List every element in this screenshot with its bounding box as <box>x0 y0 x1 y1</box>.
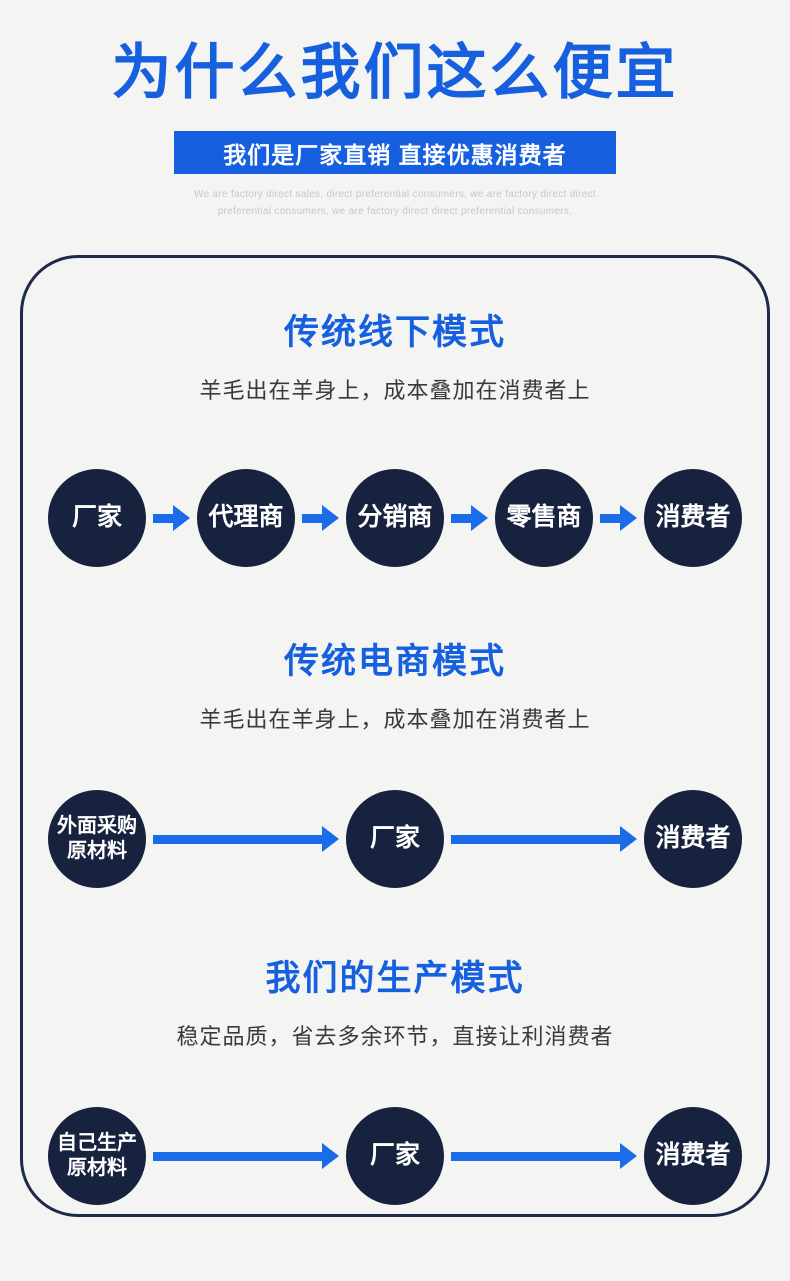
banner: 我们是厂家直销 直接优惠消费者 <box>174 131 616 174</box>
node-consumer: 消费者 <box>644 469 742 567</box>
arrow-shaft <box>451 1151 620 1161</box>
node-factory: 厂家 <box>346 1107 444 1205</box>
arrow-shaft <box>451 834 620 844</box>
arrow-shaft <box>153 834 322 844</box>
arrow-shaft <box>451 513 471 523</box>
section-subtitle: 羊毛出在羊身上，成本叠加在消费者上 <box>199 707 591 732</box>
arrow-right-icon <box>451 1143 637 1169</box>
english-subtitle: We are factory direct sales, direct pref… <box>0 187 790 220</box>
node-label: 消费者 <box>655 503 731 532</box>
flow-our-model: 自己生产 原材料 厂家 消费者 <box>23 1107 767 1205</box>
arrow-right-icon <box>302 505 339 531</box>
section-heading: 传统电商模式 <box>283 642 506 681</box>
arrow-head <box>173 505 190 531</box>
arrow-head <box>620 1143 637 1169</box>
rounded-border-panel: 传统线下模式 羊毛出在羊身上，成本叠加在消费者上 厂家 代理商 分销商 零售商 … <box>20 255 770 1217</box>
node-label: 自己生产 原材料 <box>57 1132 137 1179</box>
flow-ecommerce: 外面采购 原材料 厂家 消费者 <box>23 790 767 888</box>
arrow-right-icon <box>451 505 488 531</box>
node-label: 厂家 <box>369 824 420 853</box>
node-label: 代理商 <box>208 503 284 532</box>
section-traditional-offline: 传统线下模式 羊毛出在羊身上，成本叠加在消费者上 厂家 代理商 分销商 零售商 … <box>23 258 767 567</box>
node-label: 消费者 <box>655 824 731 853</box>
node-label: 厂家 <box>71 503 122 532</box>
node-consumer: 消费者 <box>644 790 742 888</box>
section-heading: 我们的生产模式 <box>265 959 525 998</box>
arrow-shaft <box>153 513 173 523</box>
node-factory: 厂家 <box>346 790 444 888</box>
node-agent: 代理商 <box>197 469 295 567</box>
section-subtitle: 稳定品质，省去多余环节，直接让利消费者 <box>176 1024 614 1049</box>
arrow-head <box>620 505 637 531</box>
arrow-right-icon <box>600 505 637 531</box>
arrow-shaft <box>153 1151 322 1161</box>
section-subtitle: 羊毛出在羊身上，成本叠加在消费者上 <box>199 378 591 403</box>
arrow-head <box>322 505 339 531</box>
arrow-shaft <box>302 513 322 523</box>
node-label: 分销商 <box>357 503 433 532</box>
node-label: 厂家 <box>369 1141 420 1170</box>
node-label: 零售商 <box>506 503 582 532</box>
english-subtitle-line2: preferential consumers, we are factory d… <box>217 205 573 217</box>
section-heading: 传统线下模式 <box>283 313 506 352</box>
arrow-shaft <box>600 513 620 523</box>
arrow-right-icon <box>451 826 637 852</box>
node-label: 外面采购 原材料 <box>57 815 137 862</box>
arrow-head <box>471 505 488 531</box>
arrow-head <box>322 826 339 852</box>
arrow-head <box>620 826 637 852</box>
node-self-produced-materials: 自己生产 原材料 <box>48 1107 146 1205</box>
node-retailer: 零售商 <box>495 469 593 567</box>
node-factory: 厂家 <box>48 469 146 567</box>
flow-offline: 厂家 代理商 分销商 零售商 消费者 <box>23 469 767 567</box>
arrow-right-icon <box>153 1143 339 1169</box>
arrow-right-icon <box>153 826 339 852</box>
english-subtitle-line1: We are factory direct sales, direct pref… <box>194 189 596 200</box>
page-title: 为什么我们这么便宜 <box>111 39 679 106</box>
node-distributor: 分销商 <box>346 469 444 567</box>
section-traditional-ecommerce: 传统电商模式 羊毛出在羊身上，成本叠加在消费者上 外面采购 原材料 厂家 消费者 <box>23 567 767 888</box>
arrow-head <box>322 1143 339 1169</box>
arrow-right-icon <box>153 505 190 531</box>
section-our-production: 我们的生产模式 稳定品质，省去多余环节，直接让利消费者 自己生产 原材料 厂家 … <box>23 888 767 1205</box>
banner-text: 我们是厂家直销 直接优惠消费者 <box>223 141 567 168</box>
node-outside-materials: 外面采购 原材料 <box>48 790 146 888</box>
node-label: 消费者 <box>655 1141 731 1170</box>
node-consumer: 消费者 <box>644 1107 742 1205</box>
